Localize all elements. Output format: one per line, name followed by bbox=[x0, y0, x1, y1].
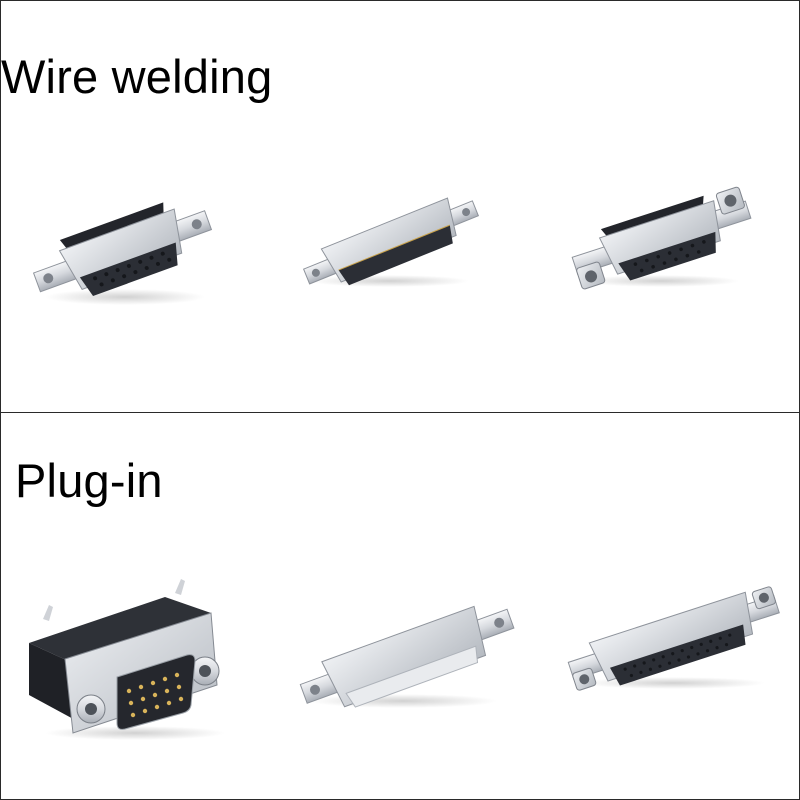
d-sub-connector-solder-cup-15-pin-screw-lock-icon bbox=[565, 173, 755, 291]
section-title: Plug-in bbox=[15, 454, 163, 507]
d-sub-connector-pcb-mount-37-pin-gold-icon bbox=[293, 575, 515, 711]
section-wire-welding: Wire welding bbox=[0, 0, 800, 413]
product-image bbox=[297, 179, 480, 291]
product-image bbox=[561, 563, 781, 693]
section-plug-in: Plug-in bbox=[0, 412, 800, 800]
section-title: Wire welding bbox=[1, 50, 273, 103]
d-sub-connector-solder-cup-15-pin-icon bbox=[25, 179, 219, 309]
product-image bbox=[293, 575, 515, 711]
d-sub-connector-pcb-mount-37-pin-silver-icon bbox=[561, 563, 781, 693]
product-image bbox=[25, 179, 219, 309]
d-sub-connector-solder-cup-37-pin-icon bbox=[297, 179, 480, 291]
product-image bbox=[25, 573, 237, 743]
d-sub-connector-right-angle-pcb-15-pin-icon bbox=[25, 573, 237, 743]
product-image bbox=[565, 173, 755, 291]
